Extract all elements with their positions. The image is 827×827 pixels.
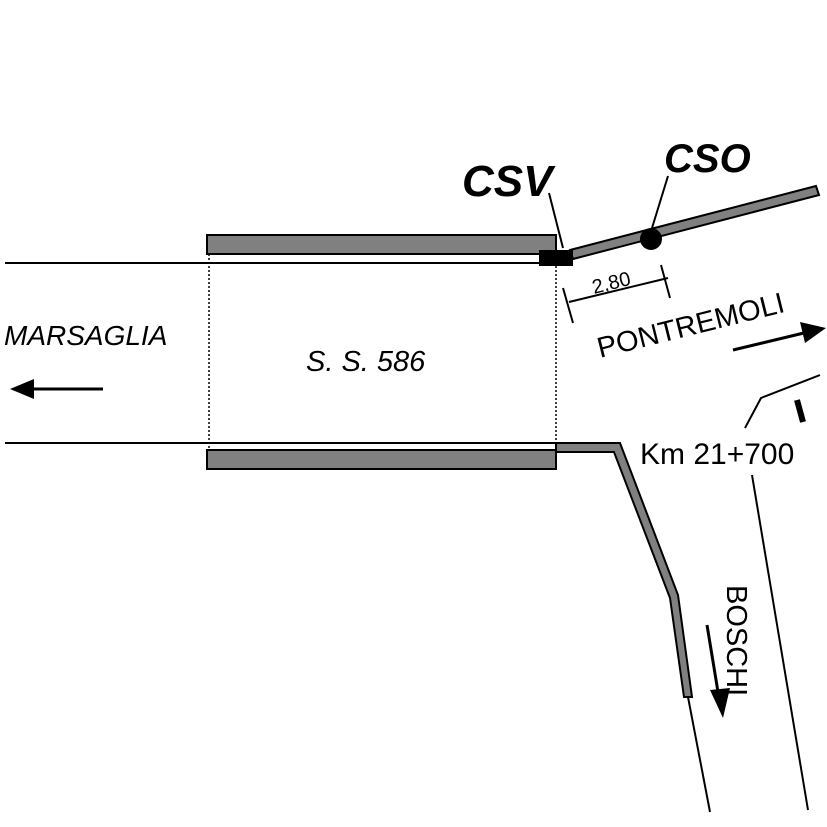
boschi-road-edge-left [687, 696, 711, 813]
barrier-top [206, 234, 557, 255]
barrier-pontremoli [568, 184, 821, 261]
distance-label: 2,80 [590, 268, 633, 299]
marsaglia-label: MARSAGLIA [4, 320, 167, 351]
cso-marker [640, 228, 662, 250]
barrier-bottom [206, 449, 557, 470]
barrier-boschi [555, 442, 694, 698]
csv-label: CSV [462, 157, 556, 206]
pontremoli-arrow-shaft [732, 330, 809, 352]
boschi-road-edge-right [751, 474, 809, 811]
dimension-tick-right [660, 264, 671, 299]
km-marker [794, 399, 806, 423]
km-label: Km 21+700 [640, 438, 794, 471]
boschi-arrow-head [710, 688, 730, 718]
pontremoli-label: PONTREMOLI [594, 287, 788, 364]
pontremoli-arrow-head [800, 322, 826, 343]
csv-marker [539, 250, 573, 266]
csv-leader [548, 192, 564, 249]
boschi-label: BOSCHI [720, 585, 752, 696]
dimension-line [568, 277, 669, 303]
dimension-tick-left [562, 287, 574, 324]
cso-label: CSO [664, 137, 751, 181]
km-road-edge [744, 374, 821, 429]
boschi-arrow-shaft [705, 624, 721, 699]
road-name-label: S. S. 586 [306, 346, 426, 378]
marsaglia-arrow-head [10, 379, 34, 399]
cso-leader [651, 175, 669, 229]
